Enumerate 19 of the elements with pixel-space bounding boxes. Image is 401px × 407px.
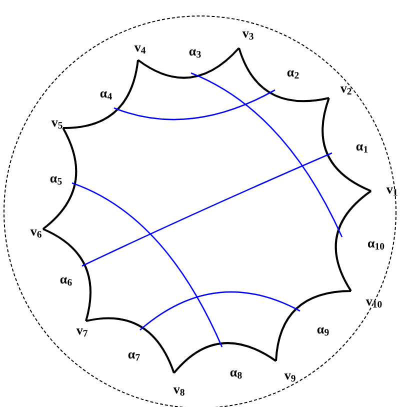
vertex-label: v$_{7}$: [76, 324, 88, 336]
vertex-label: v$_{3}$: [242, 26, 254, 40]
vertex-label: α$_{3}$: [188, 44, 202, 58]
vertex-label: α$_{9}$: [316, 322, 330, 336]
vertex-label: v$_{6}$: [30, 224, 42, 238]
vertex-label: α$_{4}$: [100, 86, 112, 100]
vertex-label: α$_{7}$: [128, 348, 140, 360]
vertex-label: α$_{2}$: [286, 66, 300, 78]
vertex-label: α$_{5}$: [50, 172, 62, 184]
vertex-label: v$_{4}$: [134, 40, 146, 54]
vertex-label: v$_{10}$: [366, 294, 382, 308]
vertex-label: α$_{1}$: [356, 140, 368, 152]
vertex-label: α$_{8}$: [230, 366, 242, 378]
vertex-label: α$_{6}$: [60, 272, 72, 286]
vertex-label: v$_{9}$: [284, 368, 296, 382]
vertex-label: v$_{8}$: [173, 382, 185, 396]
vertex-label: α$_{10}$: [368, 236, 384, 250]
vertex-label: v$_{2}$: [340, 82, 352, 94]
vertex-label: v$_{5}$: [51, 116, 63, 128]
